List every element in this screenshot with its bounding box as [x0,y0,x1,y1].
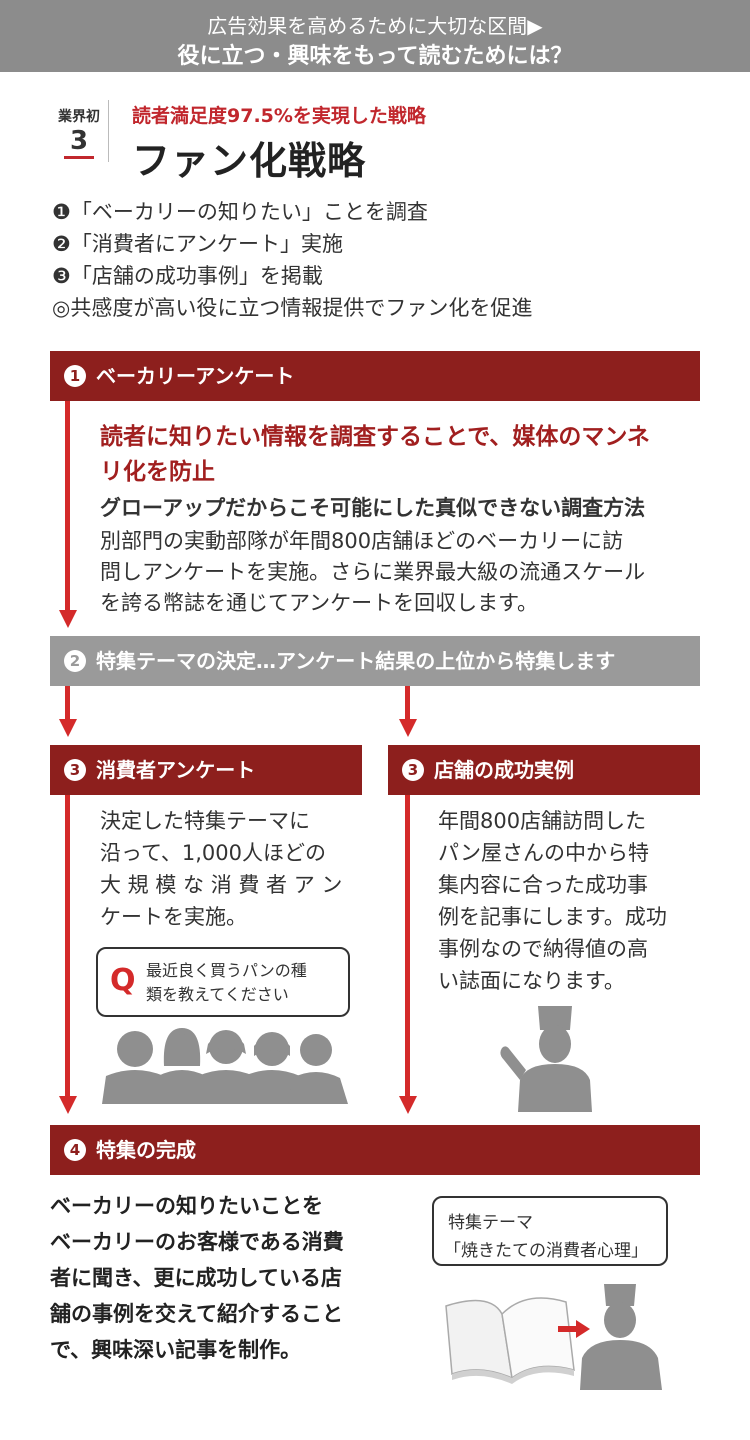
step3-consumer-label: 消費者アンケート [96,758,256,782]
step3-arrow-left-line [65,795,70,1098]
top-banner: 広告効果を高めるために大切な区間▶ 役に立つ・興味をもって読むためには？ [0,0,750,72]
feature-theme-value: 「焼きたての消費者心理」 [444,1241,648,1261]
step2-arrow-left-line [65,686,70,722]
magazine-reader-illustration [445,1284,662,1390]
question-box: Q 最近良く買うパンの種 類を教えてください [96,947,350,1017]
feature-theme-label: 特集テーマ [448,1213,533,1233]
summary-point: ◎共感度が高い役に立つ情報提供でファン化を促進 [52,296,533,320]
summary-point: ❶「ベーカリーの知りたい」ことを調査 [52,200,428,224]
text-line: 年間800店舗訪問した [438,809,647,833]
step4-number-icon: 4 [64,1139,86,1161]
consumer-crowd-icon [102,1028,348,1104]
text-line: ベーカリーの知りたいことを [50,1194,323,1218]
step1-arrow-head-icon [58,610,77,628]
reader-person-icon [580,1284,662,1390]
text-line: ケートを実施。 [100,905,247,929]
step3-store-text: 年間800店舗訪問した パン屋さんの中から特 集内容に合った成功事 例を記事にし… [438,805,700,997]
section-title: ファン化戦略 [132,139,367,183]
badge-label: 業界初 [58,109,100,125]
step3-store-label: 店舗の成功実例 [434,758,574,782]
banner-line-2: 役に立つ・興味をもって読むためには？ [177,44,573,69]
baker-icon [500,1006,592,1112]
step3-consumer-bar: 3 消費者アンケート [50,745,362,795]
step1-headline: 読者に知りたい情報を調査することで、媒体のマンネ リ化を防止 [100,420,705,490]
step3-arrow-left-head-icon [58,1096,77,1114]
summary-point: ❷「消費者にアンケート」実施 [52,232,343,256]
section-subtitle: 読者満足度97.5%を実現した戦略 [132,105,426,127]
step3-store-bar: 3 店舗の成功実例 [388,745,700,795]
q-mark: Q [110,963,136,998]
magazine-icon [445,1297,575,1384]
step2-bar: 2 特集テーマの決定…アンケート結果の上位から特集します [50,636,700,686]
feature-theme-box: 特集テーマ 「焼きたての消費者心理」 [432,1196,668,1266]
step1-number-icon: 1 [64,365,86,387]
step2-arrow-right-line [405,686,410,722]
text-line: い誌面になります。 [438,969,625,993]
text-line: 決定した特集テーマに [100,809,310,833]
question-line: 最近良く買うパンの種 [146,961,307,980]
question-text: 最近良く買うパンの種 類を教えてください [146,959,307,1007]
summary-point: ❸「店舗の成功事例」を掲載 [52,264,323,288]
step1-body-line: を誇る幣誌を通じてアンケートを回収します。 [100,591,539,615]
step3-arrow-right-head-icon [398,1096,417,1114]
step2-arrow-left-head-icon [58,719,77,737]
step1-body: 別部門の実動部隊が年間800店舗ほどのベーカリーに訪 問しアンケートを実施。さら… [100,526,705,619]
summary-points: ❶「ベーカリーの知りたい」ことを調査 ❷「消費者にアンケート」実施 ❸「店舗の成… [52,196,532,324]
badge-underline [64,156,94,159]
text-line: 集内容に合った成功事 [438,873,648,897]
text-line: 者に聞き、更に成功している店 [50,1266,342,1290]
text-line: 大 規 模 な 消 費 者 ア ン [100,873,343,897]
step1-subhead: グローアップだからこそ可能にした真似できない調査方法 [100,496,646,520]
step1-arrow-line [65,401,70,613]
text-line: 沿って、1,000人ほどの [100,841,327,865]
step4-text: ベーカリーの知りたいことを ベーカリーのお客様である消費 者に聞き、更に成功して… [50,1188,390,1368]
text-line: 例を記事にします。成功 [438,905,667,929]
step2-label: 特集テーマの決定…アンケート結果の上位から特集します [96,649,616,673]
text-line: パン屋さんの中から特 [438,841,650,865]
step3-consumer-text: 決定した特集テーマに 沿って、1,000人ほどの 大 規 模 な 消 費 者 ア… [100,805,360,933]
step3-store-number-icon: 3 [402,759,424,781]
banner-line-1: 広告効果を高めるために大切な区間▶ [207,14,543,38]
industry-first-badge: 業界初 3 [50,100,109,162]
text-line: 事例なので納得値の高 [438,937,648,961]
step3-arrow-right-line [405,795,410,1098]
step2-number-icon: 2 [64,650,86,672]
step1-bar: 1 ベーカリーアンケート [50,351,700,401]
step1-body-line: 別部門の実動部隊が年間800店舗ほどのベーカリーに訪 [100,529,624,553]
question-line: 類を教えてください [146,985,289,1004]
step1-body-line: 問しアンケートを実施。さらに業界最大級の流通スケール [100,560,646,584]
step4-label: 特集の完成 [96,1138,196,1162]
step1-label: ベーカリーアンケート [96,364,295,388]
step1-headline-line: リ化を防止 [100,459,215,485]
text-line: で、興味深い記事を制作。 [50,1338,302,1362]
arrow-right-icon [558,1320,590,1338]
step1-headline-line: 読者に知りたい情報を調査することで、媒体のマンネ [100,424,650,450]
step4-bar: 4 特集の完成 [50,1125,700,1175]
text-line: ベーカリーのお客様である消費 [50,1230,344,1254]
step2-arrow-right-head-icon [398,719,417,737]
step3-consumer-number-icon: 3 [64,759,86,781]
text-line: 舗の事例を交えて紹介すること [50,1302,343,1326]
badge-number: 3 [69,126,89,156]
